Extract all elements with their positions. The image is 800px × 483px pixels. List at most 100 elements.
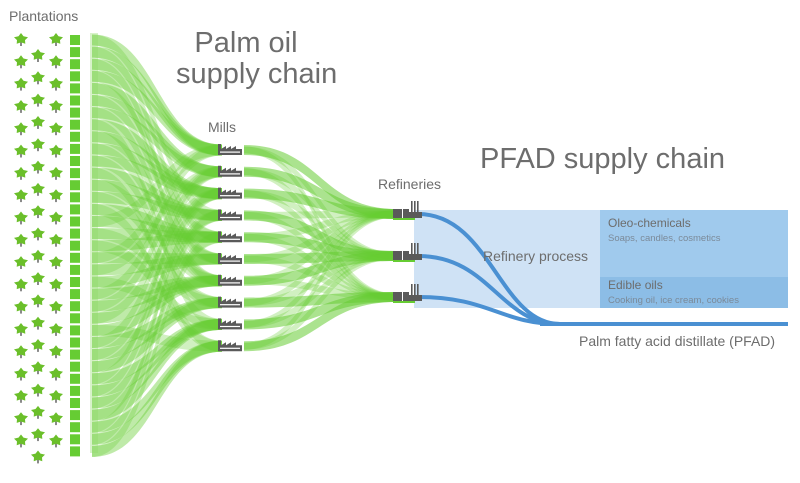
palm-fronds [49,55,63,67]
palm-fronds [31,227,45,239]
palm-tree-icon [31,339,45,352]
plantation-to-mill-flow [92,231,222,457]
mill-to-refinery-flow [244,210,396,263]
palm-fronds [31,160,45,172]
plantation-to-mill-flow [92,143,222,200]
plantation-square [70,119,80,130]
mill-to-refinery-flow [244,252,396,328]
mill-to-refinery-flow [244,188,396,219]
palm-trunk [55,353,57,359]
pfad-label: Palm fatty acid distillate (PFAD) [579,333,776,349]
refinery-chimney [417,284,419,296]
plantation-to-mill-flow [92,82,222,243]
plantation-to-mill-flow [92,188,222,361]
factory-icon [218,165,242,177]
plantations-label: Plantations [9,8,79,24]
palm-trunk [37,458,39,464]
plantation-square [70,289,80,300]
palm-tree-icon [14,300,28,314]
palm-trunk [37,123,39,129]
plantation-to-mill-flow [92,297,222,373]
plantation-square [70,361,80,372]
palm-tree-icon [31,405,45,419]
palm-trunk [20,420,22,426]
palm-trunk [20,286,22,292]
plantation-to-mill-flow [92,209,222,409]
palm-trunk [37,413,39,419]
plantation-to-mill-flow [92,144,222,300]
mill-to-refinery-flow [244,210,396,328]
plantation-to-mill-flow [92,275,222,324]
plantation-squares [70,35,80,457]
plantation-square [70,313,80,324]
palm-trunk [20,397,22,403]
refinery-chimney [417,201,419,213]
palm-trunk [20,152,22,158]
refinery-chimney [417,243,419,255]
mill-to-refinery-flow [244,145,396,219]
factory-windows [220,173,240,175]
palm-tree-icon [14,55,28,69]
plantation-to-mill-flow [92,275,222,336]
palm-fronds [49,345,63,356]
factory-windows [220,325,240,328]
palm-fronds [31,93,45,105]
palm-trunk [55,152,57,158]
factory-windows [220,282,240,284]
palm-fronds [14,256,28,267]
palm-tree-icon [14,144,28,158]
palm-fronds [14,77,28,89]
palm-fronds [14,122,28,133]
plantation-square [70,204,80,215]
palm-tree-icon [49,300,63,314]
plantation-to-mill-flow [92,252,222,265]
palm-tree-icon [31,227,45,241]
palm-tree-icon [14,211,28,225]
palm-fronds [49,367,63,379]
plantation-square [70,252,80,263]
palm-trunk [55,85,57,91]
factory-icon [218,231,242,243]
palm-tree-icon [14,189,28,203]
palm-tree-icon [31,294,45,308]
palm-tree-icon [31,205,45,219]
plantation-to-mill-flow [92,340,222,433]
mill-to-refinery-flow [244,252,396,350]
plantation-square [70,168,80,179]
palm-tree-icon [49,367,63,381]
plantation-to-mill-flow [92,340,222,445]
pfad-output-line [540,322,788,326]
edible-oils-examples: Cooking oil, ice cream, cookies [608,295,739,306]
palm-fronds [14,55,28,67]
palm-trunk [20,130,22,136]
palm-fronds [14,389,28,401]
palm-trunk [37,369,39,375]
palm-trunk [20,107,22,113]
palm-tree-icon [14,412,28,426]
factory-icon [218,340,242,352]
plantation-to-mill-flow [92,203,222,243]
palm-tree-icon [31,428,45,442]
palm-fronds [31,71,45,83]
palm-fronds [31,249,45,261]
plantation-to-mill-flow [92,131,222,200]
palm-tree-icon [14,233,28,247]
palm-tree-icon [14,389,28,403]
palm-trunk [37,436,39,442]
plantation-to-mill-flow [92,166,222,312]
plantation-square [70,434,80,445]
palm-tree-icon [31,316,45,330]
plantation-to-mill-flow [92,34,222,221]
plantation-square [70,446,80,457]
plantation-to-mill-flow [92,240,222,330]
plantation-to-mill-flow [92,191,222,309]
palm-fronds [31,272,45,283]
refinery-tank [403,209,409,218]
palm-tree-icon [49,100,63,113]
mills-label: Mills [208,119,236,135]
factory-windows [220,195,240,197]
palm-trunk [20,219,22,225]
palm-trunk [37,302,39,308]
factory-windows [220,260,240,262]
palm-trunk [20,375,22,381]
